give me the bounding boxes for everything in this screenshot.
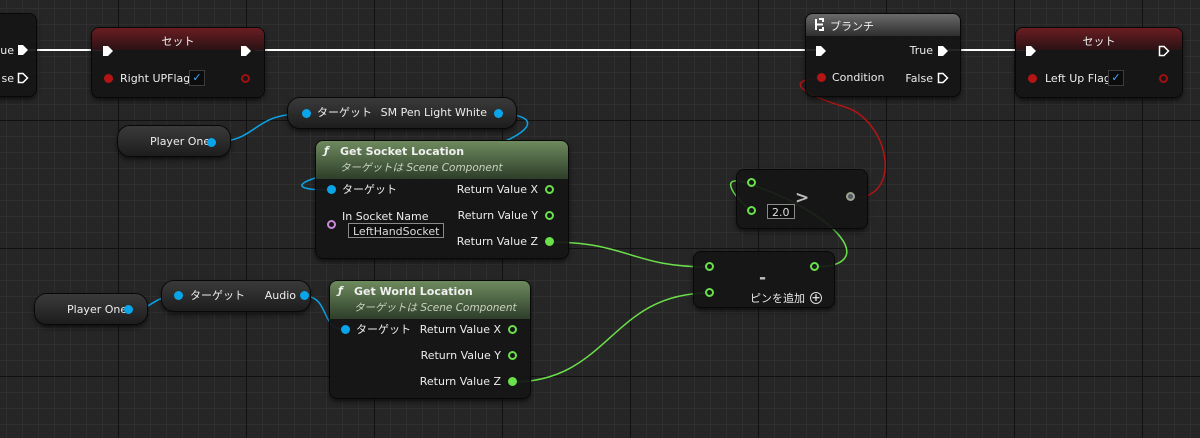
greater-than-node[interactable]: 2.0 > [737, 170, 867, 228]
branch-true-label-main: True [909, 44, 933, 57]
float-wire-world-z [511, 292, 710, 383]
audio-target-pin[interactable] [174, 291, 183, 300]
get-socket-out-y-pin[interactable] [545, 211, 554, 220]
greater-out-pin[interactable] [846, 192, 855, 201]
get-socket-location-node[interactable]: ƒ Get Socket Location ターゲットは Scene Compo… [316, 141, 568, 258]
get-world-header: ƒ Get World Location ターゲットは Scene Compon… [330, 281, 530, 319]
player-one-node-2[interactable]: Player One [35, 294, 147, 324]
set-exec-out-pin[interactable] [240, 45, 252, 57]
get-world-out-y-label: Return Value Y [420, 349, 501, 362]
branch-node-partial[interactable]: ue se [0, 14, 36, 96]
set2-bool-checkbox[interactable]: ✓ [1108, 70, 1124, 86]
branch-true-label: ue [0, 44, 14, 57]
set-node-title: セット [161, 35, 195, 48]
set-var-label: Right UPFlag [120, 72, 191, 85]
set-bool-checkbox[interactable]: ✓ [189, 70, 205, 86]
get-socket-target-label: ターゲット [342, 183, 397, 196]
greater-in-a-pin[interactable] [747, 178, 756, 187]
subtract-in-a-pin[interactable] [705, 262, 714, 271]
get-socket-header: ƒ Get Socket Location ターゲットは Scene Compo… [316, 141, 568, 179]
get-socket-target-pin[interactable] [327, 185, 336, 194]
set-bool-in-pin[interactable] [104, 74, 113, 83]
get-world-out-y-pin[interactable] [508, 351, 517, 360]
function-icon-2: ƒ [338, 284, 343, 297]
set2-exec-out-pin[interactable] [1158, 45, 1170, 57]
greater-value-input[interactable]: 2.0 [767, 204, 795, 219]
branch-false-out-pin[interactable] [937, 72, 949, 84]
float-wire-socket-z [547, 241, 710, 268]
add-pin-icon[interactable]: + [810, 291, 822, 304]
get-world-out-x-label: Return Value X [419, 323, 501, 336]
get-socket-name-pin[interactable] [327, 220, 336, 229]
sm-pen-light-white-node[interactable]: ターゲット SM Pen Light White [288, 98, 516, 128]
sm-pen-target-label: ターゲット [317, 106, 372, 119]
get-world-location-node[interactable]: ƒ Get World Location ターゲットは Scene Compon… [330, 281, 530, 398]
get-socket-out-z-label: Return Value Z [456, 235, 538, 248]
branch-false-exec-pin[interactable] [17, 72, 29, 84]
branch-true-out-pin[interactable] [937, 45, 949, 57]
set-bool-out-pin[interactable] [241, 74, 250, 83]
sm-pen-output-label: SM Pen Light White [380, 106, 487, 119]
get-world-subtitle: ターゲットは Scene Component [354, 302, 517, 314]
get-world-title: Get World Location [354, 285, 473, 298]
branch-node-header: ブランチ [806, 14, 960, 36]
audio-output-label: Audio [264, 289, 296, 302]
set-right-up-flag-node[interactable]: セット Right UPFlag ✓ [92, 28, 264, 97]
player-one-output-pin-2[interactable] [124, 305, 133, 314]
get-socket-out-x-label: Return Value X [456, 183, 538, 196]
add-pin-label: ピンを追加 [750, 292, 805, 305]
audio-target-label: ターゲット [190, 289, 245, 302]
set2-exec-in-pin[interactable] [1025, 45, 1037, 57]
audio-component-node[interactable]: ターゲット Audio [162, 281, 310, 311]
greater-in-b-pin[interactable] [747, 206, 756, 215]
branch-false-label: se [1, 72, 15, 85]
get-world-out-x-pin[interactable] [508, 325, 517, 334]
get-socket-subtitle: ターゲットは Scene Component [340, 162, 503, 174]
player-one-node-1[interactable]: Player One [118, 126, 230, 156]
set2-var-label: Left Up Flag [1045, 72, 1111, 85]
subtract-operator: - [759, 268, 767, 288]
sm-pen-output-pin[interactable] [494, 109, 503, 118]
get-world-out-z-label: Return Value Z [419, 375, 501, 388]
function-icon: ƒ [324, 144, 329, 157]
branch-node-title: ブランチ [830, 20, 874, 33]
get-socket-out-y-label: Return Value Y [457, 209, 538, 222]
get-world-target-label: ターゲット [356, 323, 411, 336]
branch-condition-label: Condition [832, 71, 885, 84]
get-socket-out-x-pin[interactable] [545, 185, 554, 194]
player-one-output-pin-1[interactable] [207, 138, 216, 147]
get-socket-name-label: In Socket Name [342, 210, 429, 223]
subtract-node[interactable]: - ピンを追加 + [694, 252, 834, 307]
get-world-out-z-pin[interactable] [508, 377, 517, 386]
get-world-target-pin[interactable] [341, 325, 350, 334]
branch-true-exec-pin[interactable] [17, 44, 29, 56]
set2-bool-in-pin[interactable] [1028, 74, 1037, 83]
set-left-up-flag-node[interactable]: セット Left Up Flag ✓ [1016, 28, 1182, 97]
player-one-label-1: Player One [150, 135, 211, 148]
set2-bool-out-pin[interactable] [1159, 74, 1168, 83]
branch-node[interactable]: ブランチ Condition True False [806, 14, 960, 96]
subtract-in-b-pin[interactable] [705, 288, 714, 297]
set-exec-in-pin[interactable] [102, 45, 114, 57]
bool-wire-condition [799, 77, 886, 199]
branch-exec-in-pin[interactable] [815, 45, 827, 57]
branch-false-label-main: False [905, 72, 933, 85]
branch-condition-pin[interactable] [817, 73, 826, 82]
sm-pen-target-pin[interactable] [302, 109, 311, 118]
set-node-header: セット [92, 28, 264, 50]
greater-operator: > [795, 188, 810, 208]
set2-node-title: セット [1082, 35, 1116, 48]
socket-name-input[interactable]: LeftHandSocket [348, 223, 444, 238]
get-socket-title: Get Socket Location [340, 145, 465, 158]
branch-icon [815, 18, 824, 31]
set2-node-header: セット [1016, 28, 1182, 50]
get-socket-out-z-pin[interactable] [545, 237, 554, 246]
audio-output-pin[interactable] [300, 291, 309, 300]
player-one-label-2: Player One [67, 303, 128, 316]
subtract-out-pin[interactable] [810, 262, 819, 271]
